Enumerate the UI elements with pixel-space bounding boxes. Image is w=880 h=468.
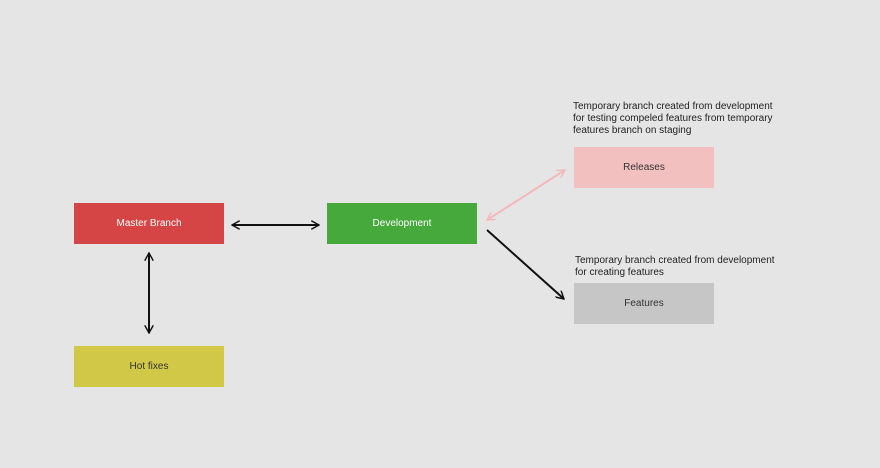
features-note: Temporary branch created from developmen… <box>575 255 775 278</box>
development-label: Development <box>372 218 432 229</box>
features-label: Features <box>624 298 664 309</box>
master-branch-node: Master Branch <box>74 203 224 244</box>
arrow-development-releases <box>487 169 565 221</box>
master-branch-label: Master Branch <box>116 218 182 229</box>
releases-note: Temporary branch created from developmen… <box>573 101 773 136</box>
releases-label: Releases <box>623 162 665 173</box>
features-node: Features <box>574 283 714 324</box>
hot-fixes-node: Hot fixes <box>74 346 224 387</box>
development-node: Development <box>327 203 477 244</box>
releases-node: Releases <box>574 147 714 188</box>
hot-fixes-label: Hot fixes <box>129 361 169 372</box>
arrow-development-features <box>486 229 564 299</box>
